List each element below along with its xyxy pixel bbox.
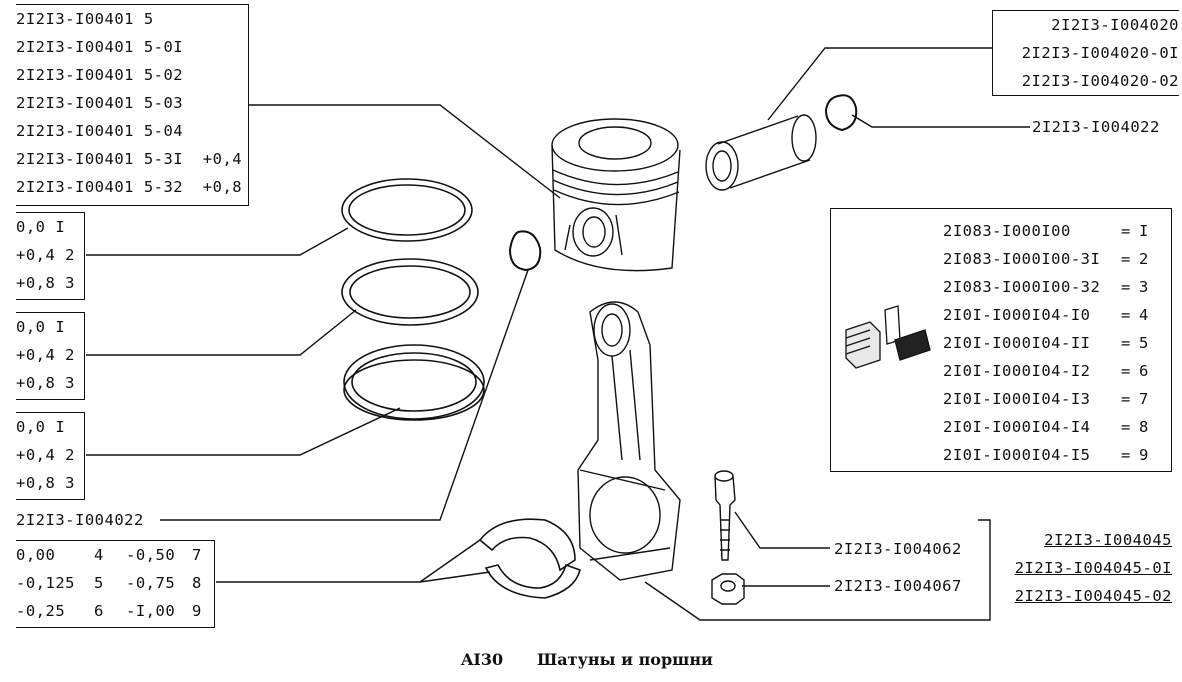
- class-row: 2I0I-I000I04-I4=8: [943, 418, 1149, 436]
- leader-bolt: [734, 511, 830, 549]
- connecting-rod-part: 2I2I3-I004045-0I: [1014, 559, 1172, 577]
- nut-drawing: [711, 573, 745, 605]
- leader-rod: [644, 519, 991, 621]
- ring-3-size-list: 0,0 I +0,4 2 +0,8 3: [16, 412, 85, 500]
- piston-pin-part: 2I2I3-I004020-0I: [1021, 44, 1179, 62]
- piston-pin-part: 2I2I3-I004020: [1051, 16, 1179, 34]
- bolt-label: 2I2I3-I004062: [834, 540, 962, 558]
- piston-part: 2I2I3-I00401 5-04: [16, 122, 184, 140]
- leader-pin: [767, 47, 992, 121]
- ring-size-row: +0,4 2: [16, 346, 76, 364]
- piston-part: 2I2I3-I00401 5-3I +0,4: [16, 150, 243, 168]
- connecting-rod-part: 2I2I3-I004045-02: [1014, 587, 1172, 605]
- bolt-drawing: [714, 470, 736, 561]
- ring-size-row: 0,0 I: [16, 318, 66, 336]
- circlip-left-drawing: [508, 230, 542, 272]
- ring-size-row: 0,0 I: [16, 218, 66, 236]
- class-row: 2I0I-I000I04-I2=6: [943, 362, 1149, 380]
- circlip-right-label: 2I2I3-I004022: [1032, 118, 1160, 136]
- connecting-rod-drawing: [577, 301, 681, 581]
- leader-ring-2: [86, 309, 357, 356]
- piston-rings-drawing: [341, 178, 485, 421]
- piston-part: 2I2I3-I00401 5-02: [16, 66, 184, 84]
- ring-size-row: +0,8 3: [16, 474, 76, 492]
- piston-part: 2I2I3-I00401 5-03: [16, 94, 184, 112]
- leader-bearing: [216, 539, 491, 583]
- weight-class-table: 2I083-I000I00=I 2I083-I000I00-3I=2 2I083…: [830, 208, 1172, 472]
- leader-ring-1: [86, 227, 349, 256]
- circlip-left-label: 2I2I3-I004022: [16, 511, 144, 529]
- piston-part: 2I2I3-I00401 5-0I: [16, 38, 184, 56]
- class-row: 2I0I-I000I04-I3=7: [943, 390, 1149, 408]
- leader-piston: [248, 104, 561, 199]
- figure-title: Шатуны и поршни: [537, 650, 713, 669]
- class-row: 2I0I-I000I04-I0=4: [943, 306, 1149, 324]
- leader-ring-3: [86, 407, 401, 456]
- piston-pin-drawing: [705, 114, 817, 191]
- connecting-rod-part: 2I2I3-I004045: [1044, 531, 1172, 549]
- piston-part: 2I2I3-I00401 5-32 +0,8: [16, 178, 243, 196]
- class-row: 2I083-I000I00=I: [943, 222, 1149, 240]
- leader-circlip-left: [160, 269, 529, 521]
- ring-size-row: +0,4 2: [16, 246, 76, 264]
- ring-1-size-list: 0,0 I +0,4 2 +0,8 3: [16, 212, 85, 300]
- piston-part-list: 2I2I3-I00401 5 2I2I3-I00401 5-0I 2I2I3-I…: [16, 4, 249, 206]
- ring-size-row: +0,8 3: [16, 274, 76, 292]
- bearing-shells-drawing: [478, 518, 581, 599]
- ring-2-size-list: 0,0 I +0,4 2 +0,8 3: [16, 312, 85, 400]
- class-row: 2I0I-I000I04-II=5: [943, 334, 1149, 352]
- class-row: 2I0I-I000I04-I5=9: [943, 446, 1149, 464]
- ring-size-row: +0,8 3: [16, 374, 76, 392]
- ring-size-row: +0,4 2: [16, 446, 76, 464]
- piston-drawing: [551, 118, 681, 272]
- class-row: 2I083-I000I00-3I=2: [943, 250, 1149, 268]
- leader-circlip-right: [851, 114, 1030, 128]
- figure-code: AI30: [461, 650, 504, 669]
- piston-part: 2I2I3-I00401 5: [16, 10, 154, 28]
- nut-label: 2I2I3-I004067: [834, 577, 962, 595]
- class-marking-icon: [845, 305, 931, 369]
- class-row: 2I083-I000I00-32=3: [943, 278, 1149, 296]
- piston-pin-part: 2I2I3-I004020-02: [1021, 72, 1179, 90]
- circlip-right-drawing: [824, 94, 858, 132]
- piston-pin-part-list: 2I2I3-I004020 2I2I3-I004020-0I 2I2I3-I00…: [992, 10, 1179, 96]
- ring-size-row: 0,0 I: [16, 418, 66, 436]
- connecting-rod-part-list: 2I2I3-I004045 2I2I3-I004045-0I 2I2I3-I00…: [996, 526, 1172, 610]
